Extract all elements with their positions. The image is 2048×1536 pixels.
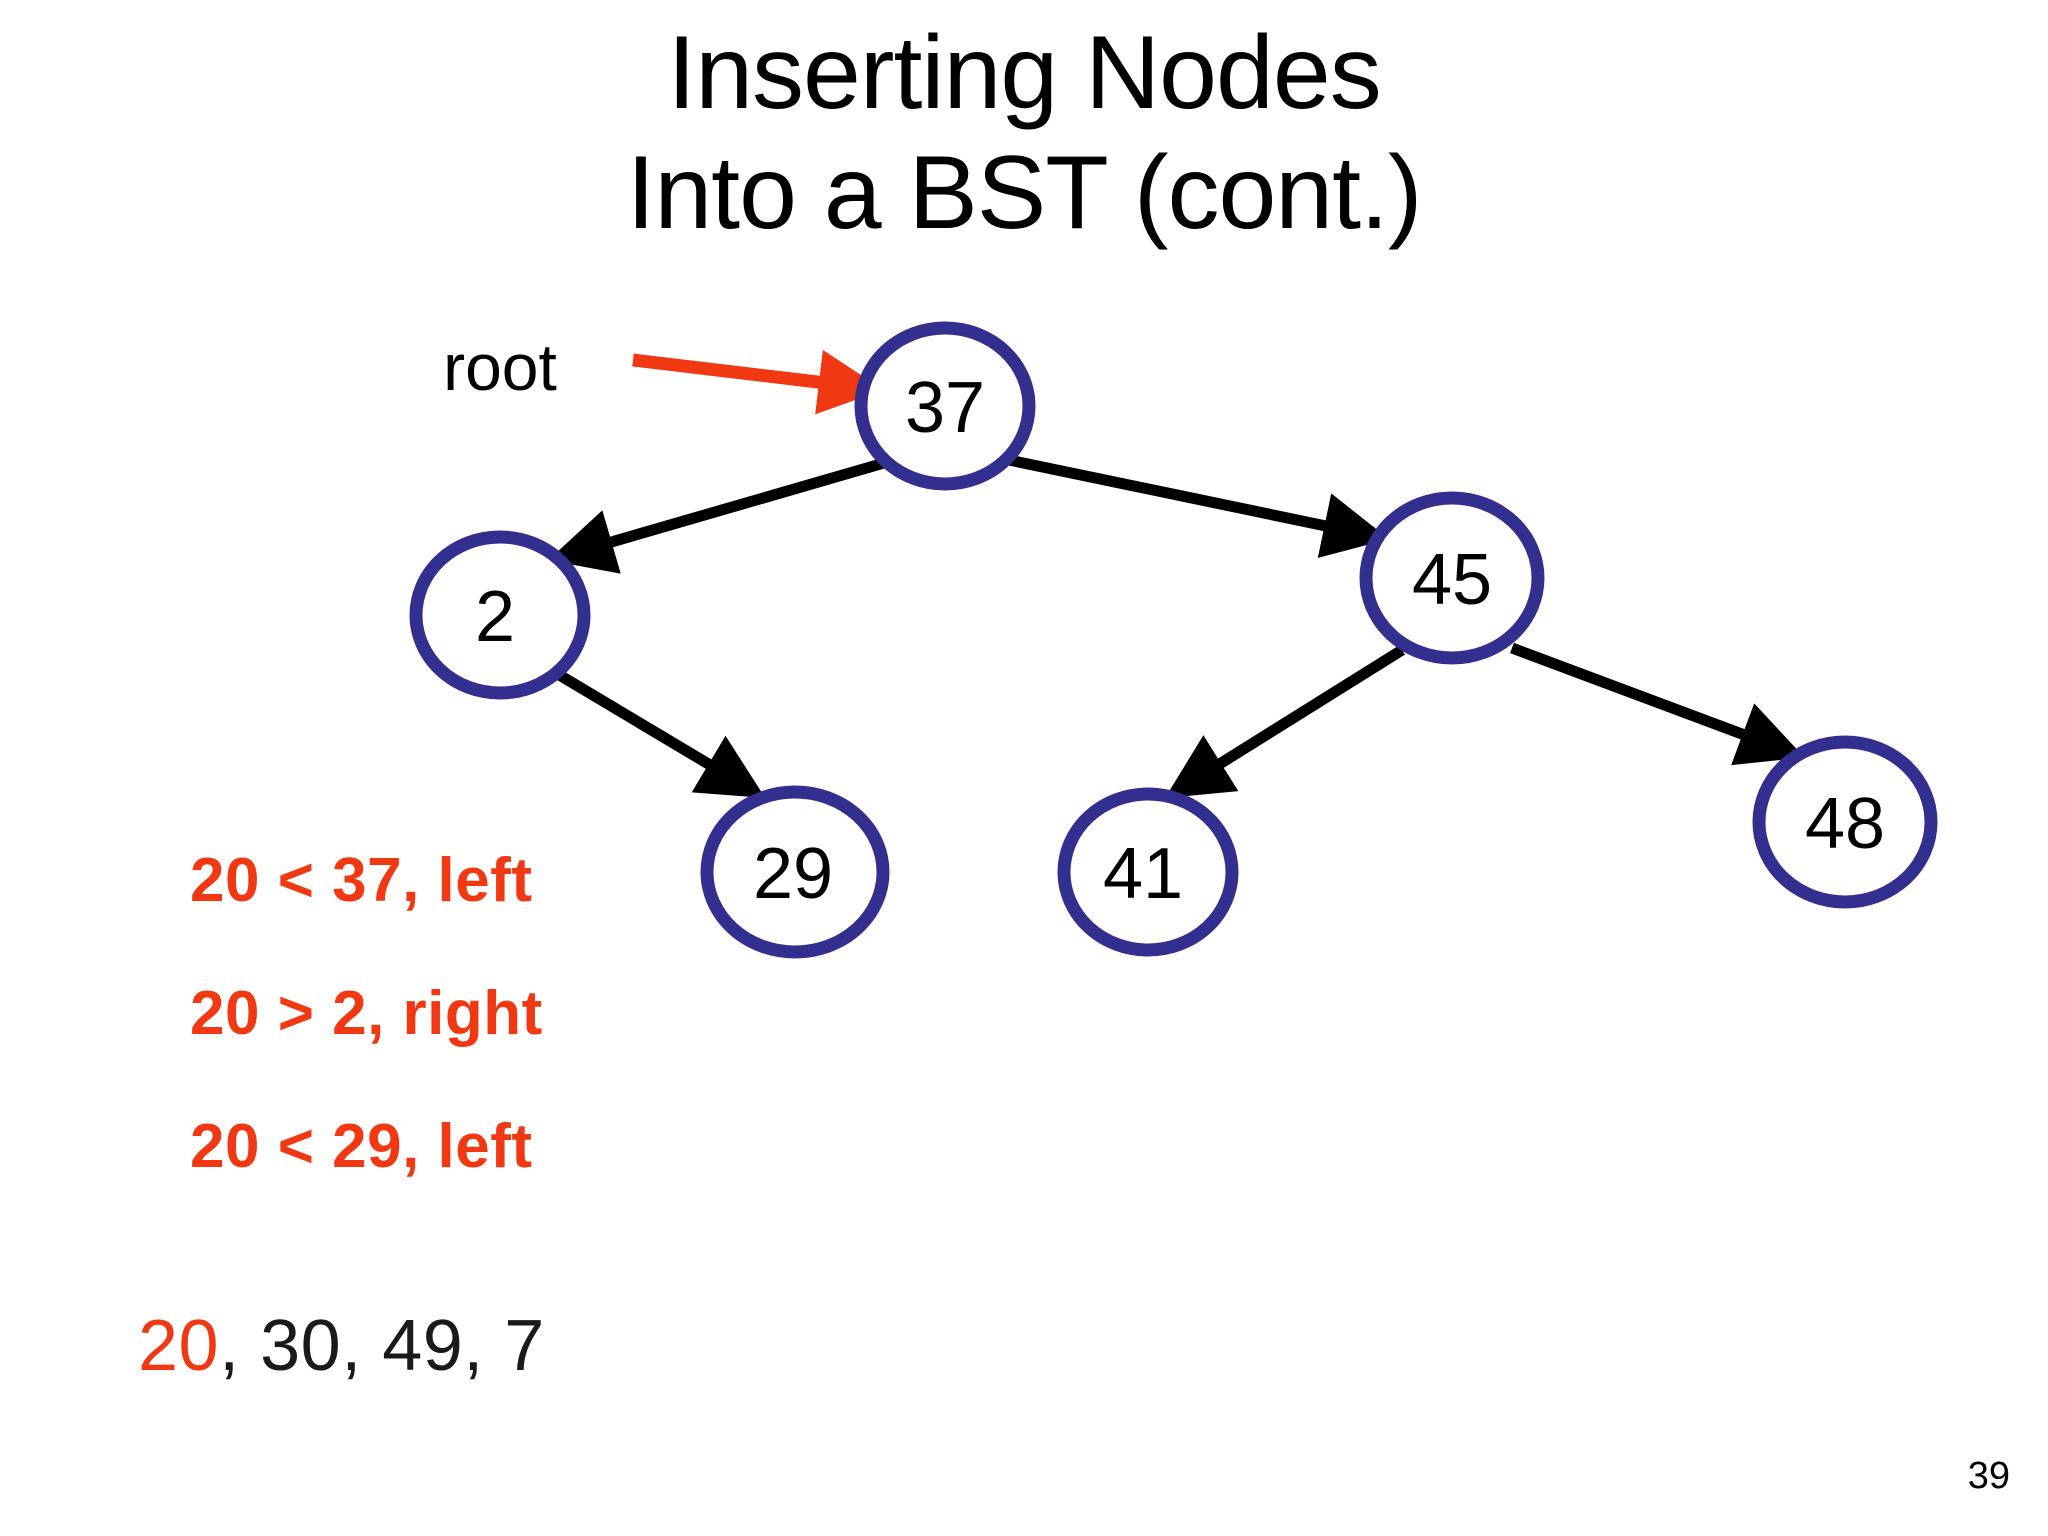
insertion-sequence: 20, 30, 49, 7 bbox=[138, 1305, 545, 1387]
node-circle bbox=[1359, 491, 1545, 665]
tree-node-29[interactable]: 29 bbox=[700, 785, 890, 959]
page-title: Inserting Nodes Into a BST (cont.) bbox=[0, 14, 2048, 253]
page-number: 39 bbox=[1967, 1455, 2010, 1497]
root-label: root bbox=[443, 330, 557, 404]
edge-45-to-41 bbox=[1164, 645, 1405, 799]
title-line-1: Inserting Nodes bbox=[667, 15, 1381, 131]
node-value: 48 bbox=[1805, 784, 1885, 864]
tree-node-37[interactable]: 37 bbox=[854, 321, 1036, 491]
tree-node-2[interactable]: 2 bbox=[409, 530, 591, 700]
title-line-2: Into a BST (cont.) bbox=[626, 134, 1422, 251]
node-value: 2 bbox=[475, 577, 515, 657]
comparison-step-1: 20 < 37, left bbox=[190, 846, 533, 915]
sequence-current-value: 20 bbox=[138, 1306, 220, 1386]
edge-2-to-29 bbox=[553, 668, 766, 798]
tree-edges bbox=[548, 454, 1805, 799]
root-pointer-arrow bbox=[632, 349, 884, 415]
node-circle bbox=[1752, 735, 1938, 909]
node-circle bbox=[1057, 787, 1239, 957]
node-value: 41 bbox=[1103, 834, 1183, 914]
tree-node-41[interactable]: 41 bbox=[1057, 787, 1239, 957]
edge-45-to-48 bbox=[1510, 642, 1805, 766]
node-value: 37 bbox=[905, 368, 985, 448]
node-circle bbox=[700, 785, 890, 959]
tree-nodes: 37 2 45 29 41 48 bbox=[409, 321, 1938, 959]
node-value: 45 bbox=[1412, 540, 1492, 620]
comparison-step-3: 20 < 29, left bbox=[190, 1112, 533, 1181]
node-value: 29 bbox=[753, 834, 833, 914]
edge-37-to-2 bbox=[548, 457, 886, 574]
sequence-remaining-values: , 30, 49, 7 bbox=[219, 1306, 545, 1386]
node-circle bbox=[854, 321, 1036, 491]
node-circle bbox=[409, 530, 591, 700]
comparison-steps: 20 < 37, left 20 > 2, right 20 < 29, lef… bbox=[190, 845, 810, 1244]
tree-node-48[interactable]: 48 bbox=[1752, 735, 1938, 909]
comparison-step-2: 20 > 2, right bbox=[190, 979, 543, 1048]
edge-37-to-45 bbox=[1007, 454, 1390, 558]
tree-node-45[interactable]: 45 bbox=[1359, 491, 1545, 665]
